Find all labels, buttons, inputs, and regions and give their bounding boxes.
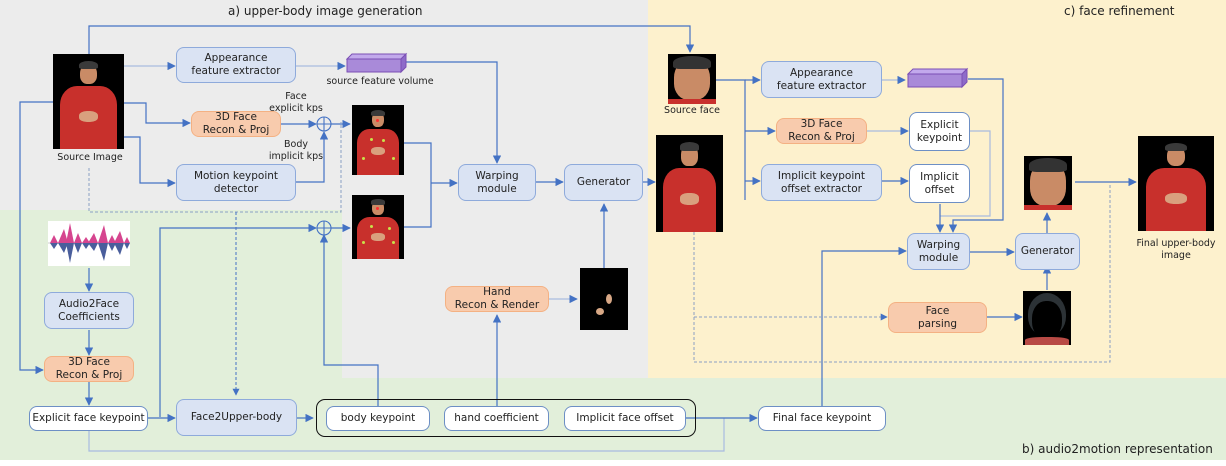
hand-recon-render: Hand Recon & Render [445, 286, 549, 312]
motion-representation-group [316, 399, 696, 437]
implicit-offset: Implicit offset [909, 164, 970, 203]
explicit-keypoint: Explicit keypoint [909, 112, 970, 151]
source-feature-volume-label: source feature volume [326, 76, 434, 87]
source-image [53, 54, 124, 149]
warping-module-a: Warping module [458, 164, 536, 201]
upper-body-output-image [656, 135, 723, 232]
source-feature-volume-icon [346, 52, 408, 74]
hand-render-image [580, 268, 628, 330]
keypoint-image-bottom [352, 195, 404, 259]
audio-waveform-icon [48, 221, 130, 266]
audio2face-coefficients: Audio2Face Coefficients [44, 292, 134, 329]
explicit-face-keypoint: Explicit face keypoint [29, 406, 148, 431]
face-recon-proj-b: 3D Face Recon & Proj [44, 356, 134, 382]
face-recon-proj-c: 3D Face Recon & Proj [776, 118, 867, 144]
motion-keypoint-detector: Motion keypoint detector [176, 164, 296, 201]
keypoint-image-top [352, 105, 404, 175]
source-image-label: Source Image [57, 152, 123, 163]
face-masked-image [1023, 291, 1071, 345]
face2upper-body: Face2Upper-body [176, 399, 297, 436]
generator-a: Generator [564, 164, 643, 201]
region-a-title: a) upper-body image generation [228, 4, 423, 18]
source-face-image [668, 54, 716, 104]
face-feature-volume-icon [907, 67, 969, 89]
final-face-keypoint: Final face keypoint [758, 406, 886, 431]
implicit-face-offset: Implicit face offset [564, 406, 686, 431]
refined-face-image [1024, 156, 1072, 210]
body-implicit-kps-label: Body implicit kps [268, 139, 324, 162]
sum-nodes [316, 116, 332, 236]
appearance-feature-extractor-c: Appearance feature extractor [761, 61, 882, 98]
region-c-title: c) face refinement [1064, 4, 1175, 18]
source-face-label: Source face [664, 105, 720, 116]
region-b-title: b) audio2motion representation [1022, 442, 1213, 456]
face-parsing: Face parsing [888, 302, 987, 333]
warping-module-c: Warping module [907, 233, 970, 270]
appearance-feature-extractor: Appearance feature extractor [176, 47, 296, 83]
final-upper-body-image [1138, 136, 1214, 231]
final-upper-body-label: Final upper-body image [1136, 238, 1216, 261]
generator-c: Generator [1015, 233, 1080, 270]
body-keypoint: body keypoint [326, 406, 430, 431]
implicit-keypoint-offset-extractor: Implicit keypoint offset extractor [761, 164, 882, 201]
face-explicit-kps-label: Face explicit kps [269, 91, 323, 114]
face-recon-proj-a: 3D Face Recon & Proj [191, 111, 281, 137]
hand-coefficient: hand coefficient [444, 406, 549, 431]
